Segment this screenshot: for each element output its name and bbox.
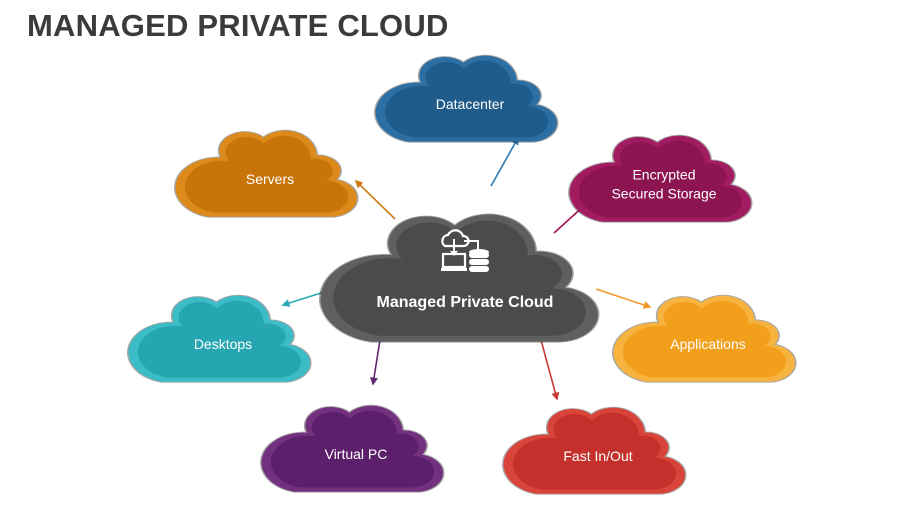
cloud-desktops: Desktops	[132, 297, 307, 380]
cloud-label-fast-in-out: Fast In/Out	[563, 448, 632, 464]
cloud-servers: Servers	[179, 132, 354, 215]
cloud-server-database-icon	[441, 229, 489, 272]
cloud-label-desktops: Desktops	[194, 336, 252, 352]
cloud-datacenter: Datacenter	[379, 57, 554, 140]
arrow-to-datacenter	[490, 136, 519, 187]
arrow-to-virtual-pc	[370, 339, 381, 386]
cloud-applications: Applications	[617, 297, 792, 380]
arrow-to-applications	[595, 288, 652, 309]
cloud-label-datacenter: Datacenter	[436, 96, 505, 112]
cloud-label-servers: Servers	[246, 171, 294, 187]
cloud-fast-in-out: Fast In/Out	[507, 409, 682, 492]
arrow-to-fast-in-out	[540, 339, 560, 401]
cloud-label-applications: Applications	[670, 336, 746, 352]
cloud-label-encrypted-storage: Encrypted	[632, 167, 695, 183]
arrow-to-servers	[354, 179, 396, 220]
cloud-center-fill	[333, 220, 586, 336]
page-title: MANAGED PRIVATE CLOUD	[27, 8, 449, 43]
cloud-label-virtual-pc: Virtual PC	[325, 446, 388, 462]
cloud-virtual-pc: Virtual PC	[265, 407, 440, 490]
cloud-label-encrypted-storage: Secured Storage	[611, 186, 716, 202]
connector-arrows	[281, 136, 652, 401]
cloud-center: Managed Private Cloud	[323, 216, 595, 340]
center-label: Managed Private Cloud	[377, 294, 554, 311]
